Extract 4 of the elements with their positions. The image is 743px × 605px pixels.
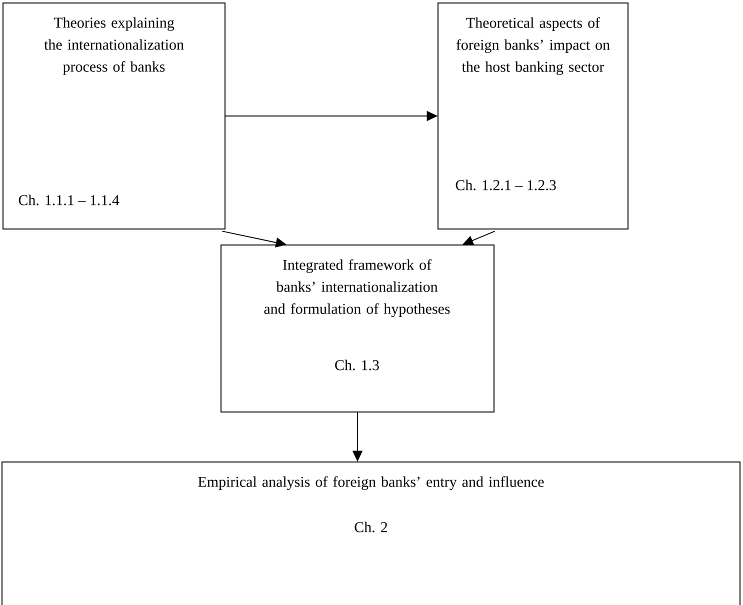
box: Theoretical aspects of foreign banks’ impact on the host banking sector Ch. 1.2.1 – 1.2.3 <box>438 2 628 230</box>
box: Empirical analysis of foreign banks’ entry and influence Ch. 2 <box>2 462 741 605</box>
box: Integrated framework of banks’ internationalization and formulation of hypotheses Ch. 1.3 <box>220 244 494 412</box>
box: Theories explaining the internationalization process of banks Ch. 1.1.1 – 1.1.4 <box>2 2 226 230</box>
